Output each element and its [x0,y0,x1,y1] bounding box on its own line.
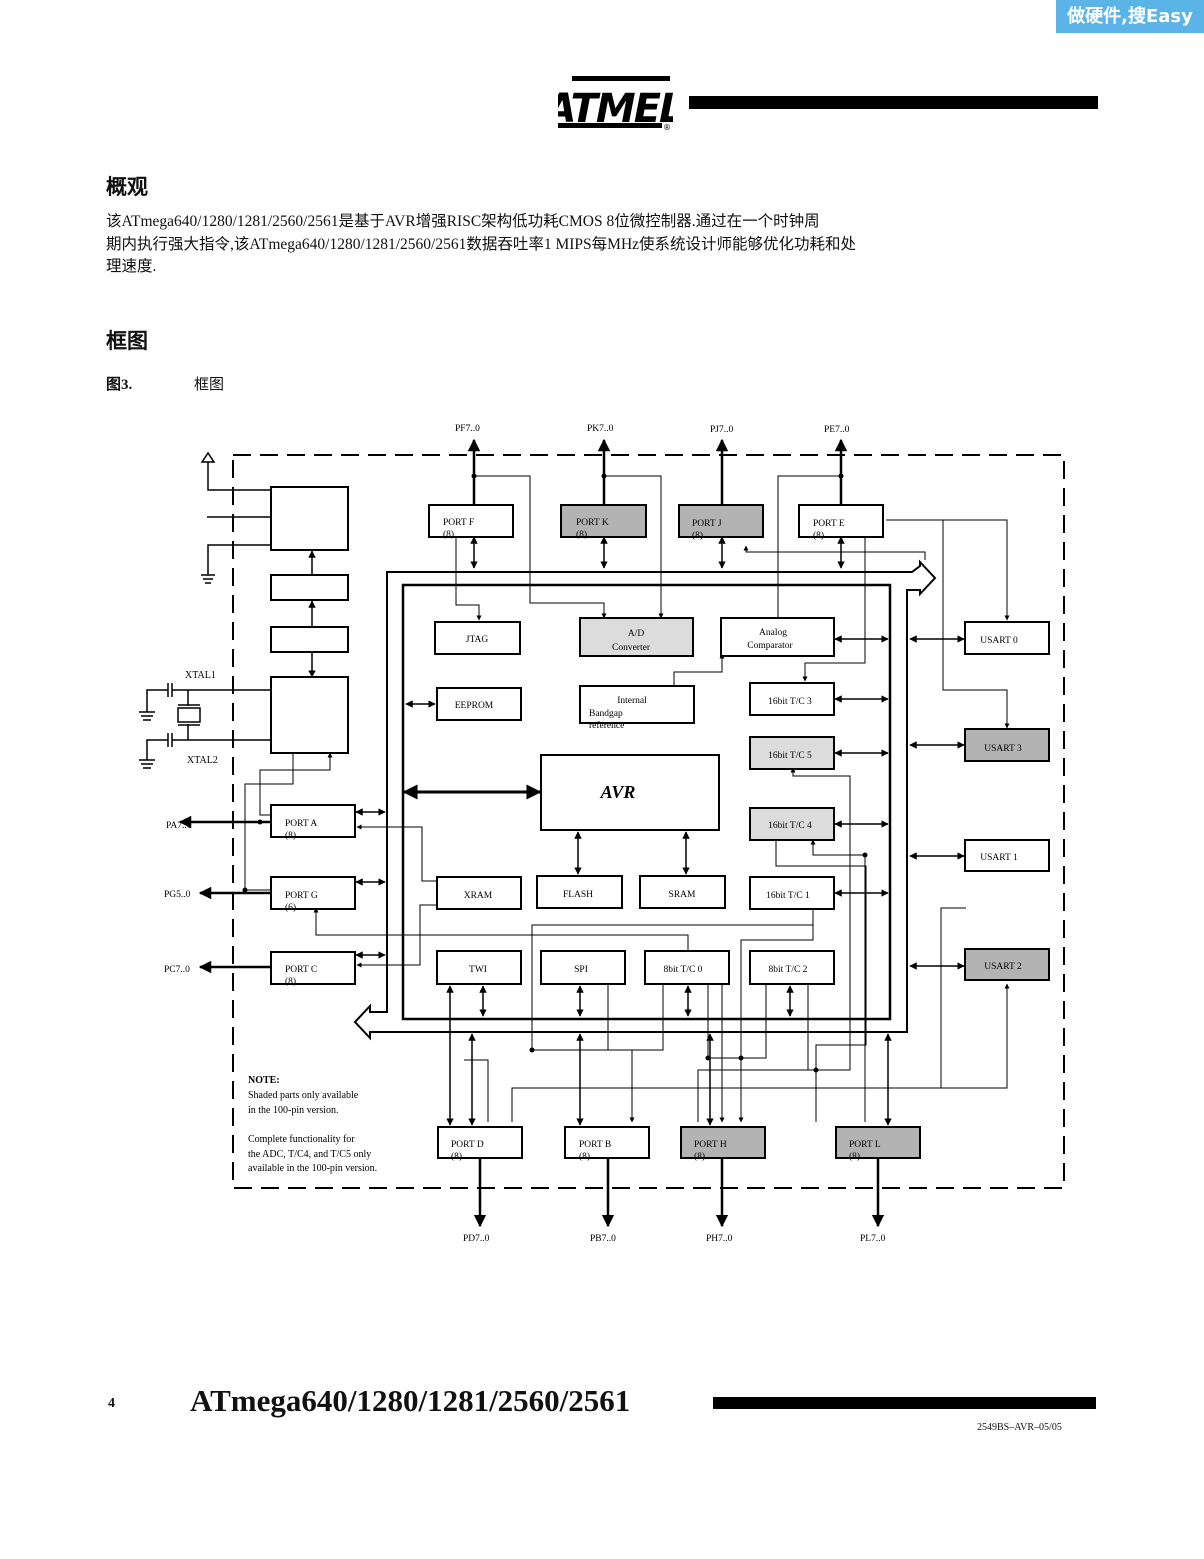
footer-title: ATmega640/1280/1281/2560/2561 [190,1383,631,1418]
bandgap-label-3: reference [589,720,624,731]
svg-text:®: ® [663,123,671,132]
doc-number: 2549BS–AVR–05/05 [977,1422,1062,1433]
xram-label: XRAM [464,891,493,901]
xtal2-label: XTAL2 [187,755,218,766]
note-line-3: Complete functionality for [248,1134,355,1145]
port-j-width: (8) [692,530,703,541]
xtal1-label: XTAL1 [185,670,216,681]
pin-pa: PA7..0 [166,821,192,831]
pin-pc: PC7..0 [164,965,190,975]
port-j-label: PORT J [692,519,722,529]
page-number: 4 [108,1396,115,1411]
pin-pb: PB7..0 [590,1234,616,1244]
eeprom-label: EEPROM [455,701,494,711]
tc5-label: 16bit T/C 5 [768,751,812,761]
flash-label: FLASH [563,890,593,900]
port-h-width: (8) [694,1151,705,1162]
note-line-1: Shaded parts only available [248,1090,359,1101]
block-diagram: XTAL1 XTAL2 [139,424,1065,1244]
note-line-5: available in the 100-pin version. [248,1163,377,1174]
adc-label-2: Converter [612,643,651,653]
pin-pk: PK7..0 [587,424,614,434]
usart0-label: USART 0 [980,636,1018,646]
port-g-width: (6) [285,902,296,913]
pin-pj: PJ7..0 [710,425,733,435]
port-l-width: (8) [849,1151,860,1162]
port-h-label: PORT H [694,1140,727,1150]
tc4-label: 16bit T/C 4 [768,821,812,831]
port-a-label: PORT A [285,819,317,829]
port-b-label: PORT B [579,1140,611,1150]
pin-pd: PD7..0 [463,1234,490,1244]
sram-label: SRAM [669,890,696,900]
port-e-label: PORT E [813,519,845,529]
corner-badge[interactable]: 做硬件,搜Easy [1056,0,1204,33]
tc0-label: 8bit T/C 0 [664,965,703,975]
pin-pl: PL7..0 [860,1234,886,1244]
spi-label: SPI [574,965,588,975]
figure-title: 框图 [194,377,225,393]
port-d-label: PORT D [451,1140,484,1150]
twi-label: TWI [469,965,487,975]
usart2-label: USART 2 [984,962,1022,972]
port-c-label: PORT C [285,965,317,975]
pin-pg: PG5..0 [164,890,191,900]
port-f-label: PORT F [443,518,474,528]
pin-ph: PH7..0 [706,1234,733,1244]
footer-rule [713,1397,1096,1409]
atmel-logo: ATMEL ® [558,76,673,132]
comparator-label-1: Analog [759,628,787,638]
port-g-label: PORT G [285,891,318,901]
tc2-label: 8bit T/C 2 [769,965,808,975]
port-c-width: (8) [285,976,296,987]
port-f-width: (8) [443,529,454,540]
overview-paragraph: 该ATmega640/1280/1281/2560/2561是基于AVR增强RI… [106,213,857,275]
pin-pf: PF7..0 [455,424,480,434]
port-a-width: (8) [285,830,296,841]
header-rule [689,96,1098,109]
comparator-label-2: Comparator [747,641,793,651]
pin-pe: PE7..0 [824,425,850,435]
port-k-label: PORT K [576,518,609,528]
port-l-label: PORT L [849,1140,881,1150]
avr-core-logo: AVR [600,782,636,802]
block-diagram-heading: 框图 [106,329,148,353]
port-k-width: (8) [576,529,587,540]
adc-label-1: A/D [628,629,645,639]
tc1-label: 16bit T/C 1 [766,891,810,901]
port-d-width: (8) [451,1151,462,1162]
usart1-label: USART 1 [980,853,1018,863]
port-b-width: (8) [579,1151,590,1162]
note-title: NOTE: [248,1075,280,1086]
jtag-label: JTAG [466,635,489,645]
tc3-label: 16bit T/C 3 [768,697,812,707]
figure-number: 图3. [106,377,133,393]
overview-heading: 概观 [106,175,148,199]
note-line-2: in the 100-pin version. [248,1105,339,1116]
bandgap-label-1: Internal [617,696,647,706]
port-e-width: (8) [813,530,824,541]
usart3-label: USART 3 [984,744,1022,754]
bandgap-label-2: Bandgap [589,709,623,719]
note-line-4: the ADC, T/C4, and T/C5 only [248,1149,371,1160]
